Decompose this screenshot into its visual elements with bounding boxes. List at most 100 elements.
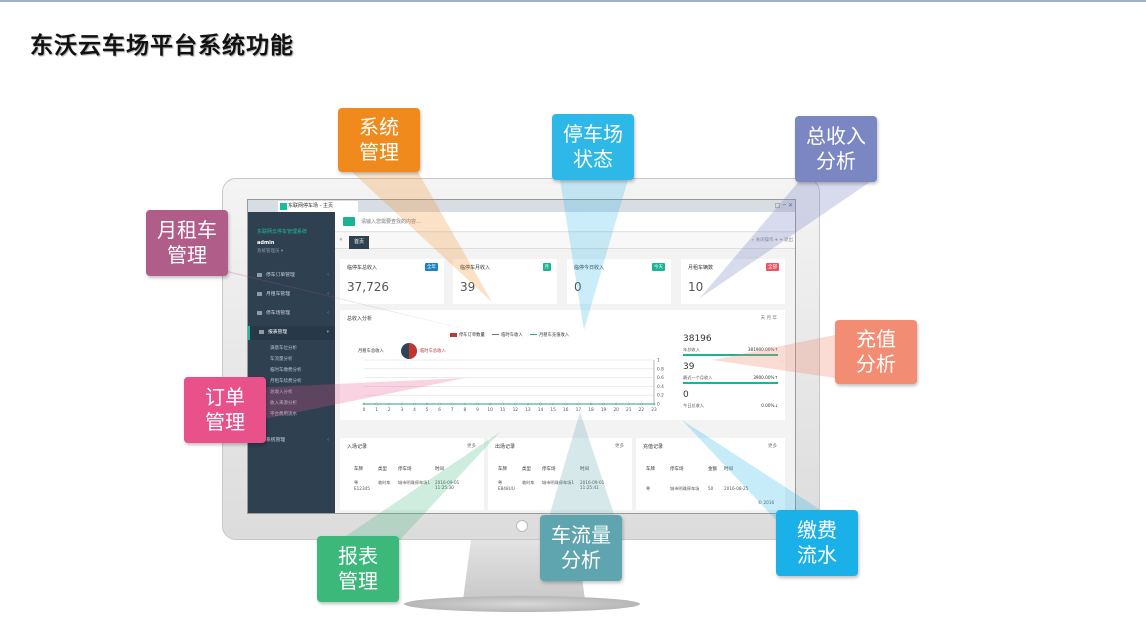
x-tick-label: 20 xyxy=(613,407,619,413)
panel-title: 充值记录 xyxy=(643,444,664,450)
chevron-left-icon: ‹ xyxy=(327,273,329,278)
sidebar-user[interactable]: admin xyxy=(257,240,275,246)
sidebar-role[interactable]: 系统管理员 ▾ xyxy=(257,249,284,254)
data-point xyxy=(451,402,454,406)
stat-value: 0 xyxy=(574,280,582,294)
y-tick-label: 0.6 xyxy=(657,375,664,381)
legend-item[interactable]: 停车订单数量 xyxy=(450,332,485,338)
exit-records-panel: 出场记录 更多 车牌 类型 停车场 时间 粤 E848UU 临时车 城市明珠停车… xyxy=(488,438,632,510)
table-cell: 50 xyxy=(708,486,714,491)
callout-income-analysis[interactable]: 总收入分析 xyxy=(795,116,877,182)
data-point xyxy=(413,402,416,406)
sidebar-subitem[interactable]: 平台费用流水 xyxy=(270,412,297,417)
x-tick-label: 4 xyxy=(413,407,416,413)
data-point xyxy=(425,402,429,406)
column-header: 时间 xyxy=(580,467,589,472)
data-point xyxy=(551,402,555,406)
range-buttons[interactable]: 天 月 年 xyxy=(761,315,777,321)
callout-order-management[interactable]: 订单管理 xyxy=(184,377,266,443)
sidebar-item-parking[interactable]: 停车场管理‹ xyxy=(248,307,335,321)
window-controls[interactable]: □ ─ ✕ xyxy=(774,202,793,209)
sidebar-item-reports[interactable]: 报表管理 ▾ xyxy=(248,326,335,340)
chevron-down-icon: ▾ xyxy=(326,330,329,335)
data-point xyxy=(514,402,517,406)
monitor-base xyxy=(404,596,640,612)
pie-slice-temp[interactable] xyxy=(409,343,417,359)
data-point xyxy=(640,402,643,406)
sidebar-item-label: 停车场管理 xyxy=(266,311,290,316)
tab-actions[interactable]: » 关闭操作 ▾ ⇥ 退出 xyxy=(751,238,793,243)
callout-traffic-analysis[interactable]: 车流量分析 xyxy=(540,515,622,581)
topbar xyxy=(335,212,795,232)
column-header: 停车场 xyxy=(542,467,556,472)
browser-bar: 东联网停车场 - 主页 □ ─ ✕ xyxy=(248,200,795,212)
x-tick-label: 18 xyxy=(588,407,594,413)
y-tick-label: 1 xyxy=(657,358,660,364)
more-button[interactable]: 更多 xyxy=(467,444,476,449)
x-tick-label: 16 xyxy=(563,407,569,413)
legend-swatch xyxy=(450,332,457,337)
callout-report-management[interactable]: 报表管理 xyxy=(317,536,399,602)
column-header: 停车场 xyxy=(670,467,684,472)
side-stat-bar xyxy=(683,382,778,384)
range-day-button[interactable]: 天 xyxy=(760,316,766,321)
x-tick-label: 22 xyxy=(639,407,645,413)
x-tick-label: 10 xyxy=(487,407,493,413)
chart-legend: 停车订单数量 临时车收入 月租车充值收入 xyxy=(450,332,575,338)
stat-label: 月租车辆数 xyxy=(688,265,714,271)
sidebar-subitem[interactable]: 收入来源分析 xyxy=(270,401,297,406)
column-header: 时间 xyxy=(435,467,444,472)
x-tick-label: 21 xyxy=(626,407,632,413)
x-tick-label: 1 xyxy=(375,407,378,413)
copyright: © 2016 xyxy=(758,500,775,505)
sidebar-item-orders[interactable]: 停车订单管理‹ xyxy=(248,269,335,283)
table-cell: 2016-09-01 11:25:41 xyxy=(580,480,605,490)
sidebar-subitem[interactable]: 月租车续费分析 xyxy=(270,379,302,384)
data-point xyxy=(539,402,542,406)
range-year-button[interactable]: 年 xyxy=(772,316,778,321)
sidebar-subitem[interactable]: 临时车缴费分析 xyxy=(270,368,302,373)
legend-item[interactable]: 月租车充值收入 xyxy=(530,333,569,338)
sidebar-subitem[interactable]: 满意车位分析 xyxy=(270,346,297,351)
sidebar-subitem[interactable]: 总收入分析 xyxy=(270,390,293,395)
sidebar: 东联网云停车管理系统 admin 系统管理员 ▾ 停车订单管理‹ 月租车管理‹ … xyxy=(248,212,335,513)
browser-tab[interactable]: 东联网停车场 - 主页 xyxy=(278,201,358,212)
tab-scroll-left-button[interactable]: « xyxy=(339,236,343,243)
pie-label-monthly: 月租车总收入 xyxy=(358,349,384,354)
callout-payment-flow[interactable]: 缴费流水 xyxy=(776,510,858,576)
menu-toggle-button[interactable] xyxy=(343,217,355,226)
sidebar-item-monthly[interactable]: 月租车管理‹ xyxy=(248,288,335,302)
more-button[interactable]: 更多 xyxy=(615,444,624,449)
legend-swatch xyxy=(530,334,538,335)
callout-monthly-car-management[interactable]: 月租车管理 xyxy=(146,210,228,276)
column-header: 类型 xyxy=(378,467,387,472)
sidebar-subitem[interactable]: 车流量分析 xyxy=(270,357,293,362)
side-stat-label: 今日总收入 xyxy=(683,403,704,408)
chevron-left-icon: ‹ xyxy=(327,438,329,443)
sidebar-item-label: 报表管理 xyxy=(268,330,288,335)
more-button[interactable]: 更多 xyxy=(768,444,777,449)
data-point xyxy=(463,402,467,406)
data-point xyxy=(564,402,567,406)
x-tick-label: 12 xyxy=(513,407,519,413)
chevron-left-icon: ‹ xyxy=(327,292,329,297)
callout-system-management[interactable]: 系统管理 xyxy=(338,108,420,172)
pie-label-temp: 临时车总收入 xyxy=(420,349,446,354)
legend-item[interactable]: 临时车收入 xyxy=(492,333,523,338)
column-header: 金额 xyxy=(708,467,717,472)
side-stat-label: 最近一个月收入 xyxy=(683,375,713,380)
range-month-button[interactable]: 月 xyxy=(766,316,772,321)
income-analysis-panel: 总收入分析 天 月 年 停车订单数量 临时车收入 月租车充值收入 月租车总收入 … xyxy=(340,310,785,420)
x-tick-label: 2 xyxy=(388,407,391,413)
callout-recharge-analysis[interactable]: 充值分析 xyxy=(835,320,917,384)
stat-badge: 月 xyxy=(542,263,551,271)
x-tick-label: 9 xyxy=(476,407,479,413)
side-stat-pct: 3900.00%↑ xyxy=(753,375,778,380)
callout-parking-status[interactable]: 停车场状态 xyxy=(552,114,634,180)
stat-value: 37,726 xyxy=(347,280,389,294)
sidebar-item-label: 系统管理 xyxy=(266,438,286,443)
stat-card-total: 临停车总收入 全年 37,726 xyxy=(340,259,444,304)
search-input[interactable] xyxy=(361,216,521,227)
tab-home[interactable]: 首页 xyxy=(349,236,369,249)
